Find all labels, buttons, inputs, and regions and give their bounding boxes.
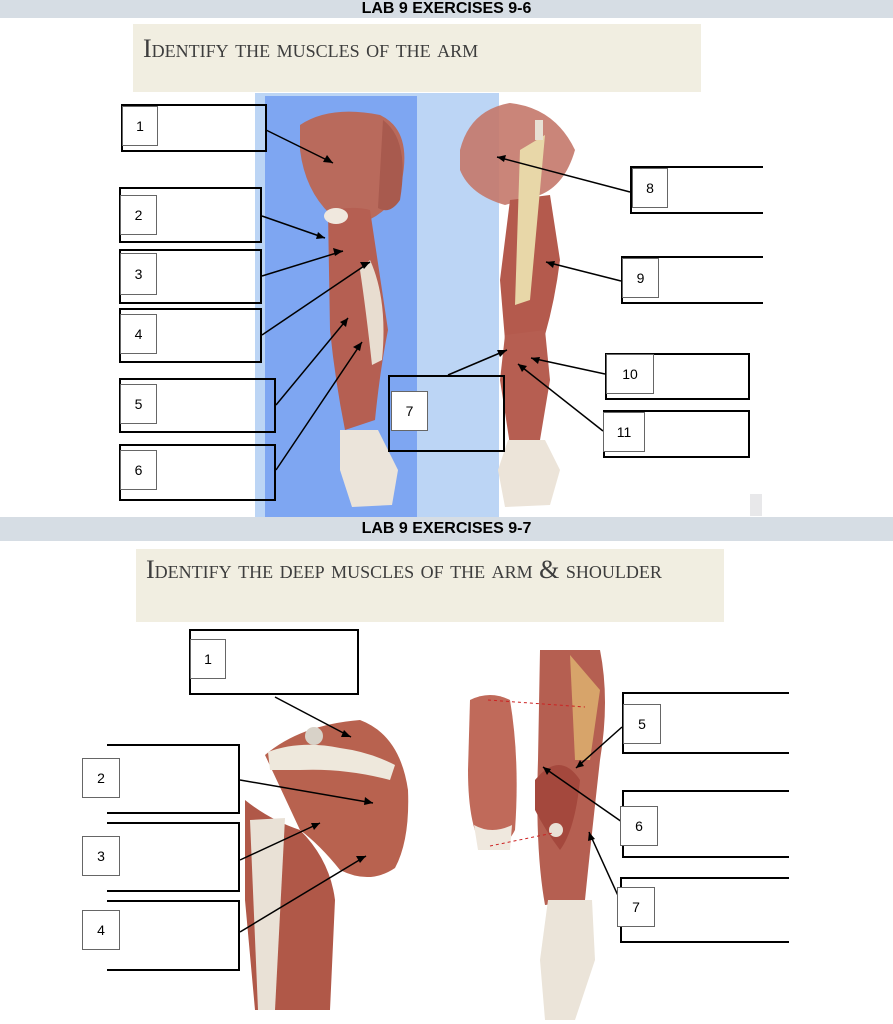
label-number-2: 2 bbox=[120, 195, 157, 235]
label-number-5: 5 bbox=[120, 384, 157, 424]
leader-lines-section2 bbox=[239, 696, 623, 933]
label-number-3: 3 bbox=[120, 253, 157, 295]
deep-label-number-1: 1 bbox=[190, 639, 226, 679]
section1-title: Identify the muscles of the arm bbox=[133, 24, 701, 92]
label-number-11: 11 bbox=[603, 412, 645, 452]
label-box-8[interactable] bbox=[630, 166, 763, 214]
arrowheads bbox=[311, 155, 595, 863]
deep-label-box-2[interactable] bbox=[107, 744, 240, 814]
deep-label-number-7: 7 bbox=[617, 887, 655, 927]
section1-banner: LAB 9 EXERCISES 9-6 bbox=[0, 0, 893, 18]
label-box-7[interactable] bbox=[388, 375, 505, 452]
shoulder-figure bbox=[245, 720, 409, 1010]
edge-fragment bbox=[750, 494, 762, 516]
deep-label-box-3[interactable] bbox=[107, 822, 240, 892]
label-number-4: 4 bbox=[120, 314, 157, 354]
label-number-6: 6 bbox=[120, 450, 157, 490]
arm-figure-anterior bbox=[300, 111, 405, 507]
leader-lines-section1 bbox=[261, 129, 631, 471]
deep-label-box-4[interactable] bbox=[107, 900, 240, 971]
deep-label-number-5: 5 bbox=[623, 704, 661, 744]
section2-title: Identify the deep muscles of the arm & s… bbox=[136, 549, 724, 622]
deep-label-number-4: 4 bbox=[82, 910, 120, 950]
deep-label-number-3: 3 bbox=[82, 836, 120, 876]
label-number-9: 9 bbox=[622, 258, 659, 298]
deep-label-number-6: 6 bbox=[620, 806, 658, 846]
label-number-10: 10 bbox=[606, 354, 654, 394]
deep-label-number-2: 2 bbox=[82, 758, 120, 798]
label-number-1: 1 bbox=[122, 106, 158, 146]
label-number-7: 7 bbox=[391, 391, 428, 431]
section2-banner: LAB 9 EXERCISES 9-7 bbox=[0, 517, 893, 541]
label-number-8: 8 bbox=[632, 168, 668, 208]
deep-forearm-figure bbox=[468, 650, 605, 1020]
